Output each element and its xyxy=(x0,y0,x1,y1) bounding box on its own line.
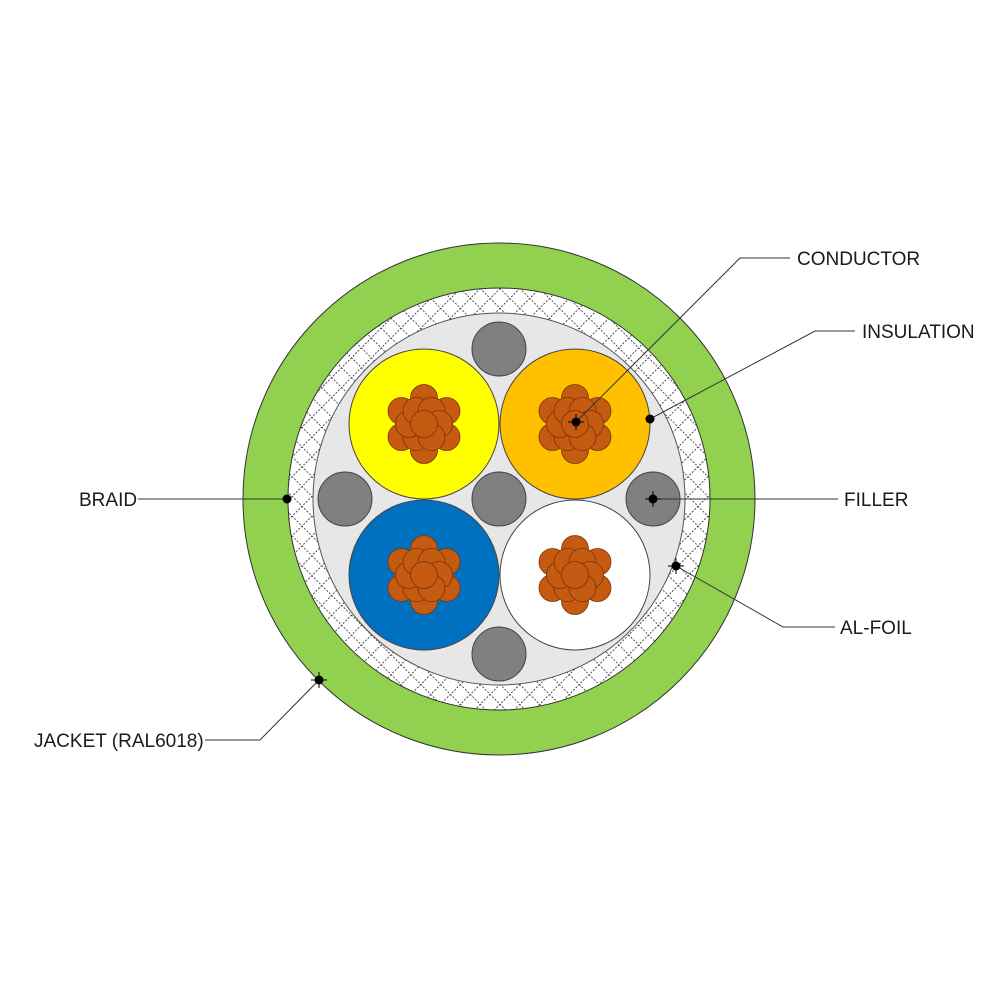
filler-top xyxy=(471,321,527,377)
conductor-strand xyxy=(410,561,438,589)
leader-jacket xyxy=(205,679,320,741)
marker-conductor xyxy=(568,414,584,430)
marker-filler xyxy=(645,491,661,507)
pointer-markers xyxy=(282,414,684,688)
leader-conductor xyxy=(575,257,790,423)
marker-braid xyxy=(282,494,292,504)
conductor-strand xyxy=(561,561,589,589)
label-insulation: INSULATION xyxy=(862,322,975,343)
conductor-white xyxy=(538,535,612,615)
conductor-strand xyxy=(410,410,438,438)
leader-lines xyxy=(138,257,855,741)
filler-center xyxy=(471,471,527,527)
labels: CONDUCTOR INSULATION BRAID FILLER AL-FOI… xyxy=(34,249,975,752)
leader-insulation xyxy=(649,330,855,420)
label-jacket: JACKET (RAL6018) xyxy=(34,731,204,752)
filler-left xyxy=(317,471,373,527)
label-filler: FILLER xyxy=(844,490,908,511)
label-braid: BRAID xyxy=(79,490,137,511)
label-al-foil: AL-FOIL xyxy=(840,618,912,639)
marker-insulation xyxy=(645,414,655,424)
marker-al-foil xyxy=(668,558,684,574)
conductor-blue xyxy=(387,535,461,615)
conductor-yellow xyxy=(387,384,461,464)
label-conductor: CONDUCTOR xyxy=(797,249,920,270)
marker-jacket xyxy=(311,672,327,688)
leader-al-foil xyxy=(675,565,835,628)
filler-bottom xyxy=(471,626,527,682)
